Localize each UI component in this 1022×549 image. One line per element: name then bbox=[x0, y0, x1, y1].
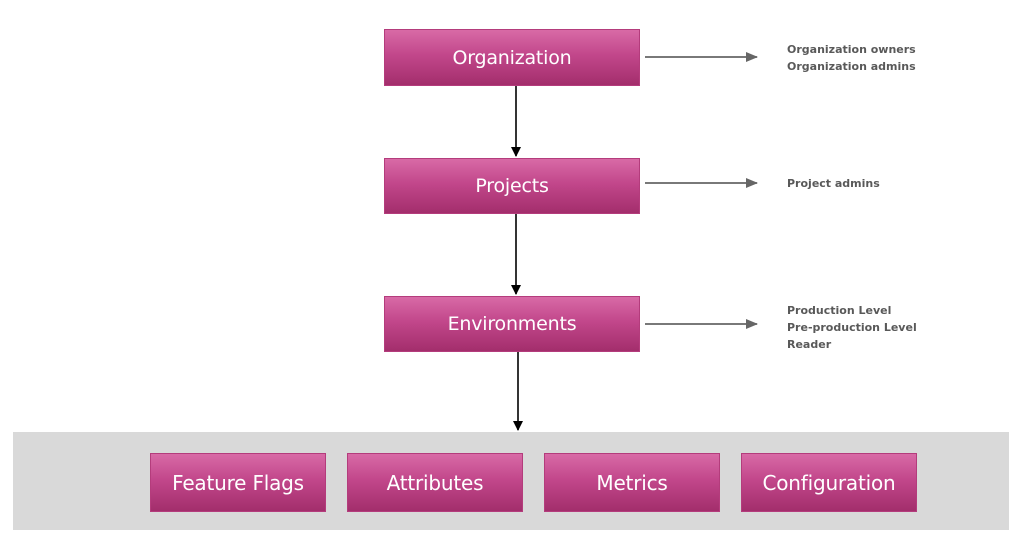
environment-roles: Production Level Pre-production Level Re… bbox=[787, 302, 917, 353]
feature-flags-label: Feature Flags bbox=[172, 470, 304, 495]
organization-label: Organization bbox=[452, 46, 572, 69]
project-roles: Project admins bbox=[787, 175, 880, 192]
role-organization-owners: Organization owners bbox=[787, 43, 916, 56]
environments-label: Environments bbox=[447, 313, 577, 335]
role-reader: Reader bbox=[787, 338, 832, 351]
organization-box: Organization bbox=[384, 29, 640, 86]
role-pre-production-level: Pre-production Level bbox=[787, 321, 917, 334]
projects-box: Projects bbox=[384, 158, 640, 214]
attributes-box: Attributes bbox=[347, 453, 523, 512]
organization-roles: Organization owners Organization admins bbox=[787, 41, 916, 75]
configuration-label: Configuration bbox=[762, 470, 896, 495]
metrics-label: Metrics bbox=[596, 470, 668, 495]
role-organization-admins: Organization admins bbox=[787, 60, 916, 73]
role-project-admins: Project admins bbox=[787, 177, 880, 190]
projects-label: Projects bbox=[475, 175, 549, 197]
feature-flags-box: Feature Flags bbox=[150, 453, 326, 512]
role-production-level: Production Level bbox=[787, 304, 892, 317]
configuration-box: Configuration bbox=[741, 453, 917, 512]
attributes-label: Attributes bbox=[386, 470, 484, 495]
metrics-box: Metrics bbox=[544, 453, 720, 512]
environments-box: Environments bbox=[384, 296, 640, 352]
